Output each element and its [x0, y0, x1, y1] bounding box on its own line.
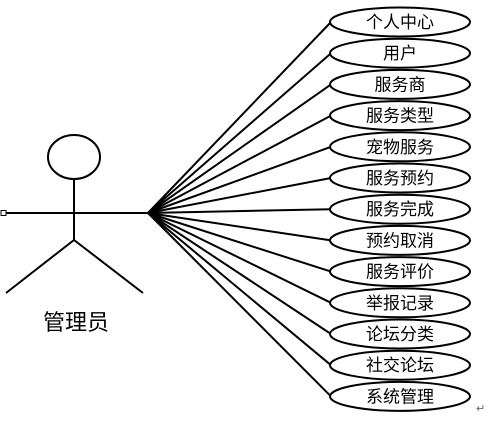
- use-case-label: 论坛分类: [366, 325, 434, 345]
- use-case-ellipse: [329, 6, 471, 38]
- use-case: 社交论坛: [329, 349, 471, 381]
- use-case-label: 服务预约: [366, 169, 434, 189]
- association-line: [147, 212, 332, 398]
- connector-handle: [0, 210, 7, 216]
- association-line: [147, 177, 332, 214]
- use-case-ellipse: [329, 100, 471, 132]
- use-case-ellipse: [329, 131, 471, 163]
- use-case-ellipse: [329, 318, 471, 350]
- association-line: [147, 52, 332, 214]
- association-line: [147, 212, 332, 304]
- use-case-label: 社交论坛: [366, 356, 434, 376]
- use-case-label: 服务评价: [366, 263, 434, 283]
- association-line: [147, 83, 332, 214]
- use-case-ellipse: [329, 380, 471, 412]
- association-line: [147, 208, 332, 214]
- use-case-label: 宠物服务: [366, 138, 434, 158]
- association-line: [147, 21, 332, 214]
- use-case: 举报记录: [329, 287, 471, 319]
- use-case: 服务评价: [329, 256, 471, 288]
- use-case-label: 用户: [383, 44, 417, 64]
- use-case-list: 个人中心用户服务商服务类型宠物服务服务预约服务完成预约取消服务评价举报记录论坛分…: [329, 6, 471, 412]
- use-case-label: 个人中心: [366, 13, 434, 33]
- use-case-ellipse: [329, 349, 471, 381]
- use-case-label: 举报记录: [366, 294, 434, 314]
- actor-left-leg: [5, 239, 75, 294]
- use-case-ellipse: [329, 287, 471, 319]
- use-case-label: 预约取消: [366, 231, 434, 251]
- use-case-ellipse: [329, 224, 471, 256]
- association-line: [147, 212, 332, 335]
- use-case-ellipse: [329, 37, 471, 69]
- use-case: 预约取消: [329, 224, 471, 256]
- actor-head: [47, 134, 101, 180]
- use-case: 系统管理: [329, 380, 471, 412]
- use-case: 个人中心: [329, 6, 471, 38]
- use-case-label: 服务完成: [366, 200, 434, 220]
- association-lines: [147, 21, 332, 398]
- use-case: 服务完成: [329, 193, 471, 225]
- association-line: [147, 212, 332, 242]
- use-case-ellipse: [329, 68, 471, 100]
- use-case: 论坛分类: [329, 318, 471, 350]
- use-case-label: 服务商: [375, 75, 426, 95]
- use-case-ellipse: [329, 256, 471, 288]
- association-line: [147, 212, 332, 366]
- use-case-ellipse: [329, 162, 471, 194]
- paragraph-mark: ↵: [476, 402, 486, 415]
- association-line: [147, 114, 332, 214]
- actor-label: 管理员: [42, 311, 109, 336]
- use-case-label: 系统管理: [366, 387, 434, 407]
- use-case-label: 服务类型: [366, 107, 434, 127]
- use-case: 服务预约: [329, 162, 471, 194]
- actor-figure: [5, 134, 148, 294]
- actor-right-leg: [73, 239, 144, 294]
- use-case: 宠物服务: [329, 131, 471, 163]
- use-case: 服务类型: [329, 100, 471, 132]
- use-case-ellipse: [329, 193, 471, 225]
- association-line: [147, 145, 332, 214]
- use-case: 用户: [329, 37, 471, 69]
- association-line: [147, 212, 332, 273]
- use-case: 服务商: [329, 68, 471, 100]
